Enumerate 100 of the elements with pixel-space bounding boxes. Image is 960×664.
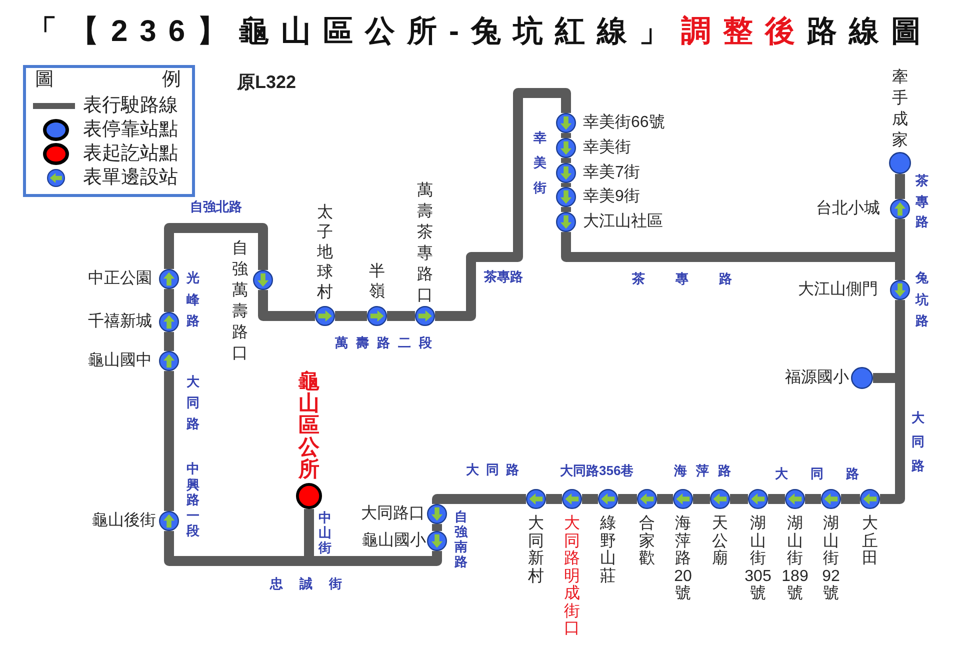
stop-name: 湖山街305號	[744, 515, 772, 602]
street-label: 大同路	[466, 462, 526, 478]
stop-name: 萬壽茶專路口	[417, 180, 433, 306]
route-line	[730, 494, 748, 504]
street-label: 中山街	[318, 510, 332, 554]
stop-name: 合家歡	[639, 515, 655, 568]
route-line	[164, 289, 174, 312]
route-line	[561, 183, 571, 187]
street-label: 忠 誠 街	[270, 576, 342, 592]
legend-label: 表單邊設站	[83, 166, 178, 190]
street-label: 光峰路	[186, 269, 200, 330]
arrow-stop-icon	[562, 489, 582, 509]
route-line	[582, 494, 598, 504]
legend-label: 表行駛路線	[83, 94, 178, 118]
stop-name: 湖山街92號	[821, 515, 841, 602]
route-line	[164, 332, 174, 351]
arrow-stop-icon	[785, 489, 805, 509]
stop-name: 牽手成家	[892, 68, 908, 151]
route-line	[873, 373, 895, 383]
route-line	[895, 174, 905, 199]
arrow-stop-icon	[748, 489, 768, 509]
route-line	[561, 207, 571, 212]
street-label: 兔坑路	[916, 269, 928, 330]
route-line	[895, 219, 905, 252]
arrow-stop-icon	[556, 113, 576, 133]
arrow-stop-icon	[415, 306, 435, 326]
route-line	[432, 494, 526, 504]
street-label: 大 同 路	[775, 466, 860, 482]
arrow-stop-icon	[427, 531, 447, 551]
route-line	[561, 133, 571, 138]
stop-name: 龜山區公所	[298, 371, 320, 481]
route-line	[432, 524, 442, 531]
route-line	[335, 311, 367, 321]
stop-name: 幸美街	[583, 138, 631, 158]
street-label: 茶專路	[916, 172, 928, 231]
route-line	[693, 494, 710, 504]
stop-name: 龜山國小	[362, 531, 426, 551]
route-line	[561, 232, 895, 262]
stop-name: 幸美9街	[583, 187, 640, 207]
street-label: 萬壽路二段	[335, 335, 440, 351]
arrow-stop-icon	[315, 306, 335, 326]
street-label: 大同路	[912, 409, 924, 475]
arrow-stop-icon	[556, 212, 576, 232]
stop-name: 天公廟	[712, 515, 728, 568]
route-line	[164, 223, 268, 270]
arrow-stop-icon	[159, 351, 179, 371]
stop-name: 台北小城	[816, 199, 880, 219]
legend-label: 表停靠站點	[83, 118, 178, 142]
arrow-stop-icon	[159, 511, 179, 531]
stop-name: 中正公園	[88, 269, 152, 289]
arrow-stop-icon	[637, 489, 657, 509]
arrow-stop-icon	[253, 270, 273, 290]
arrow-stop-icon	[556, 187, 576, 207]
stop-name: 幸美街66號	[583, 113, 665, 133]
arrow-stop-icon	[159, 269, 179, 289]
terminal-dot-icon	[296, 483, 322, 509]
legend-label: 表起訖站點	[83, 142, 178, 166]
route-line	[768, 494, 785, 504]
route-number-label: 原L322	[237, 71, 296, 93]
stop-name: 大同路口	[361, 504, 425, 524]
arrow-stop-icon	[556, 163, 576, 183]
street-label: 大同路356巷	[560, 463, 634, 479]
stop-dot-icon	[851, 367, 873, 389]
route-line	[164, 371, 174, 511]
stop-name: 湖山街189號	[780, 515, 810, 602]
arrow-stop-icon	[556, 138, 576, 158]
route-line	[435, 88, 571, 321]
arrow-stop-icon	[367, 306, 387, 326]
legend-title: 圖 例	[35, 68, 181, 92]
stop-name: 半嶺	[369, 262, 385, 302]
arrow-stop-icon	[673, 489, 693, 509]
arrow-stop-icon	[890, 280, 910, 300]
stop-name: 龜山後街	[92, 511, 156, 531]
arrow-stop-icon	[598, 489, 618, 509]
arrow-stop-icon	[427, 504, 447, 524]
route-line	[657, 494, 673, 504]
route-line	[561, 158, 571, 163]
stop-name: 福源國小	[785, 368, 849, 388]
arrow-stop-icon	[860, 489, 880, 509]
route-line	[618, 494, 637, 504]
route-line	[546, 494, 562, 504]
arrow-stop-icon	[821, 489, 841, 509]
stop-name: 海萍路20號	[673, 515, 693, 602]
street-label: 大同路	[186, 372, 200, 432]
stop-name: 自強萬壽路口	[232, 239, 248, 364]
street-label: 幸美街	[534, 128, 546, 196]
stop-name: 大丘田	[862, 515, 878, 568]
stop-name: 千禧新城	[88, 312, 152, 332]
diagram-title: 「【236】龜山區公所-兔坑紅線」調整後路線圖	[26, 14, 934, 50]
stop-name: 大江山側門	[798, 280, 878, 300]
route-line	[880, 378, 905, 504]
street-label: 中興路一段	[186, 461, 200, 538]
stop-name: 大同路明成街口	[564, 515, 580, 638]
arrow-stop-icon	[159, 312, 179, 332]
street-label: 海萍路	[674, 463, 740, 479]
route-line	[387, 311, 415, 321]
stop-name: 龜山國中	[88, 351, 152, 371]
stop-name: 幸美7街	[583, 163, 640, 183]
route-line	[309, 551, 442, 566]
street-label: 自強北路	[190, 199, 242, 215]
